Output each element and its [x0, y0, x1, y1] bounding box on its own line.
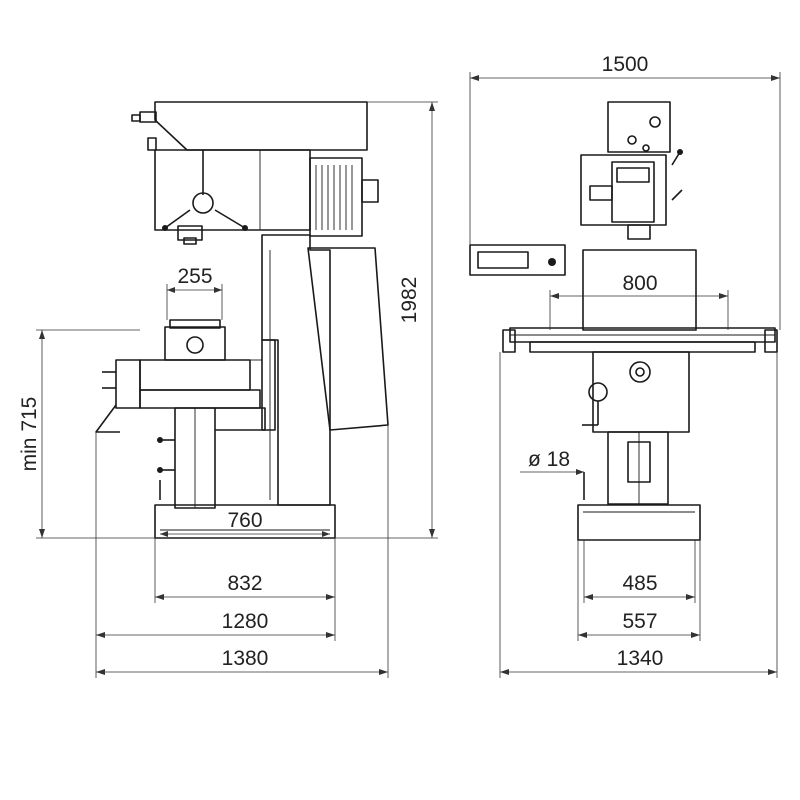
- dim-1280-label: 1280: [222, 610, 269, 633]
- dim-1500-label: 1500: [602, 53, 649, 76]
- dim-min715-label: min 715: [18, 397, 41, 472]
- dim-832-label: 832: [227, 572, 262, 595]
- dim-1340-label: 1340: [617, 647, 664, 670]
- dim-1982-label: 1982: [398, 277, 421, 324]
- dim-255-label: 255: [177, 265, 212, 288]
- dimensions: [36, 72, 781, 678]
- dim-557-label: 557: [622, 610, 657, 633]
- dim-760-label: 760: [227, 509, 262, 532]
- dim-1380-label: 1380: [222, 647, 269, 670]
- dim-485-label: 485: [622, 572, 657, 595]
- front-view: [469, 101, 778, 541]
- side-view: [95, 101, 389, 539]
- dim-800-label: 800: [622, 272, 657, 295]
- dim-diameter-18-label: ø 18: [528, 448, 570, 471]
